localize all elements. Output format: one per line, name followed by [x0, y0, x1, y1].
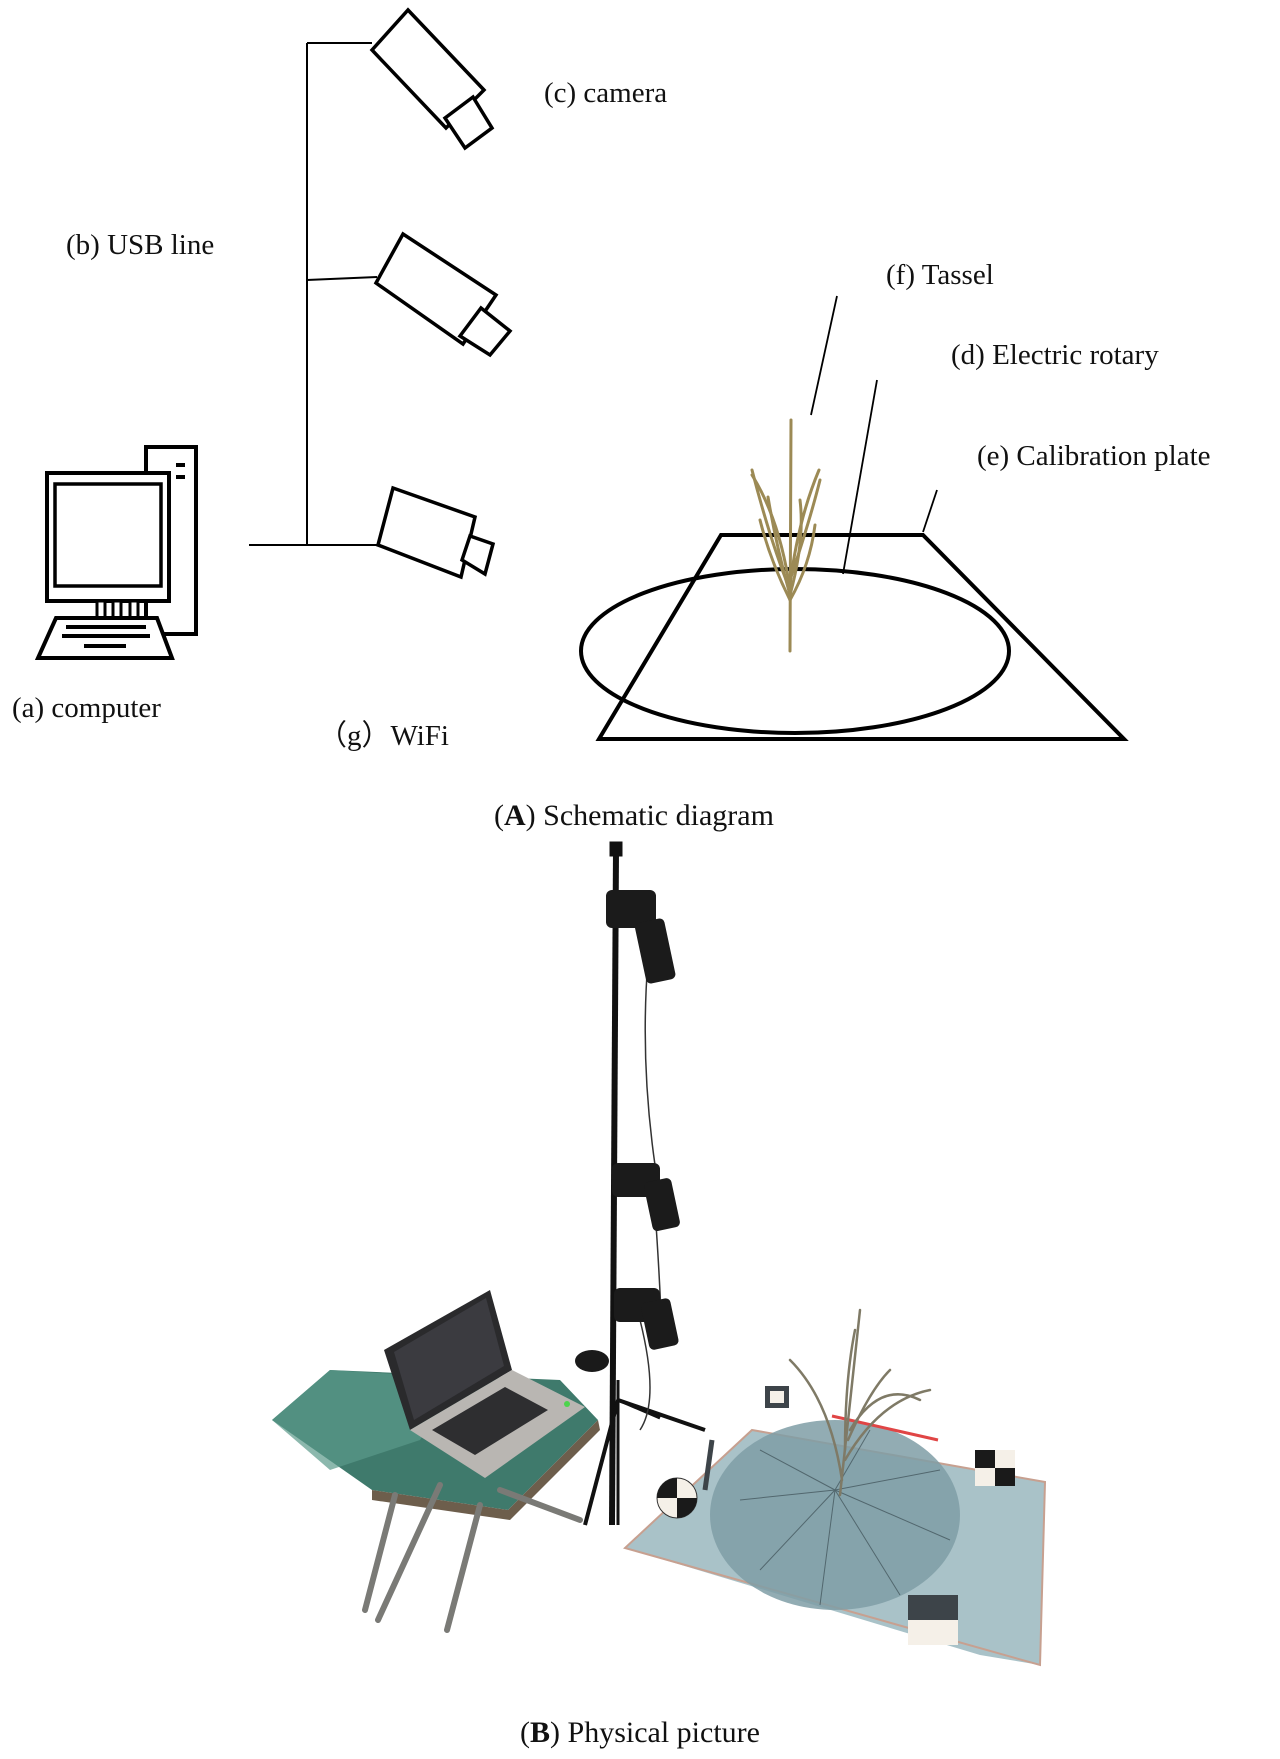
- label-camera: (c) camera: [544, 77, 668, 109]
- leader-lines: [810, 295, 938, 575]
- camera-icon: [375, 485, 496, 580]
- tassel-photo: [788, 1308, 932, 1497]
- caption-letter: B: [530, 1716, 551, 1749]
- checker-marker: [975, 1450, 1015, 1486]
- label-calibration-plate: (e) Calibration plate: [977, 440, 1211, 472]
- usb-line-wires: [249, 42, 380, 546]
- caption-physical: (B) Physical picture: [520, 1716, 760, 1749]
- calibration-plate-outline: [595, 533, 1129, 741]
- camera-icon: [373, 231, 513, 358]
- camera-photo: [614, 1288, 679, 1350]
- computer-icon: [34, 445, 198, 660]
- caption-schematic: (A) Schematic diagram: [494, 799, 774, 832]
- camera-photo: [606, 890, 676, 984]
- schematic-diagram: [34, 7, 1129, 741]
- rotary-disc: [710, 1420, 960, 1610]
- folding-table: [272, 1370, 600, 1633]
- caption-letter: A: [504, 799, 526, 832]
- label-computer: (a) computer: [12, 692, 161, 724]
- label-tassel: (f) Tassel: [886, 259, 994, 291]
- camera-icon: [369, 7, 495, 151]
- label-electric-rotary: (d) Electric rotary: [951, 339, 1159, 371]
- laptop: [384, 1290, 609, 1478]
- caption-text: Physical picture: [567, 1716, 760, 1749]
- caption-text: Schematic diagram: [543, 799, 774, 832]
- tassel-illustration: [750, 418, 822, 653]
- label-usb-line: (b) USB line: [66, 229, 215, 261]
- tripod: [583, 841, 706, 1526]
- camera-photo: [612, 1163, 680, 1232]
- calibration-plate-photo: [623, 1386, 1047, 1667]
- camera-cables: [639, 959, 663, 1431]
- label-wifi: （g）WiFi: [318, 720, 449, 752]
- circle-marker: [656, 1477, 698, 1519]
